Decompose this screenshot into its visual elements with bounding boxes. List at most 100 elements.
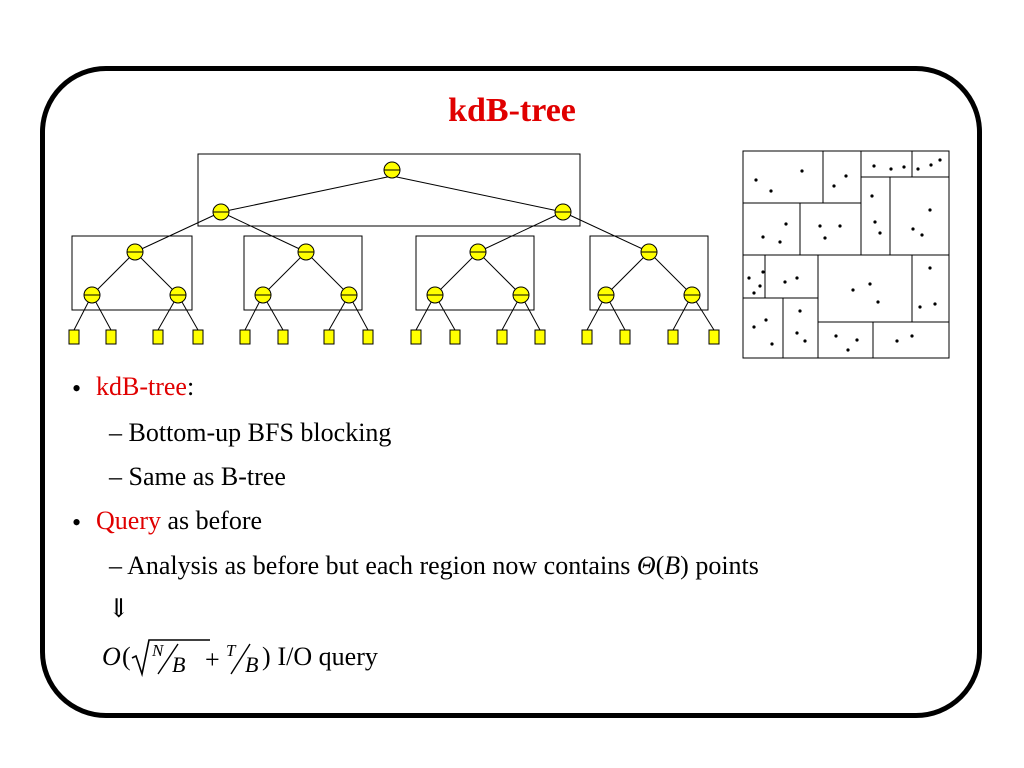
tree-edge xyxy=(305,251,350,296)
data-point xyxy=(834,334,838,338)
data-point xyxy=(928,266,932,270)
data-point xyxy=(870,194,874,198)
formula-open: ( xyxy=(122,642,131,671)
tree-edge xyxy=(648,251,693,296)
data-point xyxy=(752,325,756,329)
tree-edge xyxy=(605,251,650,296)
block-sub xyxy=(589,235,709,311)
data-point xyxy=(920,233,924,237)
formula-B2: B xyxy=(245,652,258,677)
data-point xyxy=(844,174,848,178)
data-point xyxy=(928,208,932,212)
data-point xyxy=(832,184,836,188)
data-point xyxy=(769,189,773,193)
data-point xyxy=(855,338,859,342)
data-point xyxy=(784,222,788,226)
data-point xyxy=(754,178,758,182)
formula: O ( N B + T B ) I/O query xyxy=(102,639,378,678)
tree-edge xyxy=(134,251,179,296)
leaf-block xyxy=(534,329,546,345)
slide-title: kdB-tree xyxy=(0,92,1024,130)
bullet-dot-1: • xyxy=(72,374,82,403)
leaf-block xyxy=(192,329,204,345)
data-point xyxy=(761,235,765,239)
leaf-block xyxy=(667,329,679,345)
data-point xyxy=(838,224,842,228)
data-point xyxy=(902,165,906,169)
data-point xyxy=(752,291,756,295)
block-sub xyxy=(243,235,363,311)
data-point xyxy=(747,276,751,280)
tree-edge xyxy=(220,211,307,253)
data-point xyxy=(938,158,942,162)
formula-B1: B xyxy=(172,652,185,677)
data-point xyxy=(800,169,804,173)
data-point xyxy=(929,163,933,167)
formula-suffix: I/O query xyxy=(271,642,378,671)
data-point xyxy=(911,227,915,231)
block-top xyxy=(197,153,581,227)
data-point xyxy=(895,339,899,343)
data-point xyxy=(872,164,876,168)
data-point xyxy=(916,167,920,171)
frac-slash-2 xyxy=(230,643,251,675)
data-point xyxy=(823,236,827,240)
implies-arrow: ⇓ xyxy=(108,594,130,623)
sub-same-as-btree: – Same as B-tree xyxy=(109,462,286,491)
formula-O: O xyxy=(102,642,121,671)
leaf-block xyxy=(105,329,117,345)
tree-edge xyxy=(220,175,393,213)
data-point xyxy=(873,220,877,224)
data-point xyxy=(803,339,807,343)
block-sub xyxy=(415,235,535,311)
data-point xyxy=(910,334,914,338)
leaf-block xyxy=(277,329,289,345)
tree-edge xyxy=(434,251,479,296)
leaf-block xyxy=(410,329,422,345)
tree-edge xyxy=(134,211,222,253)
data-point xyxy=(764,318,768,322)
bullet-kdbtree: kdB-tree: xyxy=(96,372,195,401)
data-point xyxy=(770,342,774,346)
sqrt-sign xyxy=(131,639,210,678)
data-point xyxy=(889,167,893,171)
data-point xyxy=(761,270,765,274)
tree-edge xyxy=(477,251,522,296)
data-point xyxy=(868,282,872,286)
title-text: kdB-tree xyxy=(448,92,576,129)
data-point xyxy=(918,305,922,309)
tree-edge xyxy=(391,175,564,213)
leaf-block xyxy=(323,329,335,345)
data-point xyxy=(876,300,880,304)
leaf-block xyxy=(152,329,164,345)
leaf-block xyxy=(449,329,461,345)
leaf-block xyxy=(239,329,251,345)
bullet-dot-2: • xyxy=(72,508,82,537)
tree-edge xyxy=(562,211,650,253)
leaf-block xyxy=(68,329,80,345)
tree-edge xyxy=(91,251,136,296)
data-point xyxy=(778,240,782,244)
leaf-block xyxy=(708,329,720,345)
formula-plus: + xyxy=(205,645,220,674)
data-point xyxy=(851,288,855,292)
leaf-block xyxy=(496,329,508,345)
data-point xyxy=(783,280,787,284)
formula-close: ) xyxy=(262,642,271,671)
data-point xyxy=(818,224,822,228)
tree-edge xyxy=(477,211,564,253)
tree-edge xyxy=(262,251,307,296)
formula-N: N xyxy=(151,641,165,660)
data-point xyxy=(795,331,799,335)
leaf-block xyxy=(362,329,374,345)
formula-T: T xyxy=(226,641,237,660)
frac-slash-1 xyxy=(157,643,179,675)
data-point xyxy=(795,276,799,280)
slide-frame xyxy=(40,66,982,718)
bullet-query: Query as before xyxy=(96,506,263,535)
sub-analysis: – Analysis as before but each region now… xyxy=(109,551,759,580)
leaf-block xyxy=(581,329,593,345)
block-sub xyxy=(71,235,193,311)
sub-bottom-up: – Bottom-up BFS blocking xyxy=(109,418,392,447)
